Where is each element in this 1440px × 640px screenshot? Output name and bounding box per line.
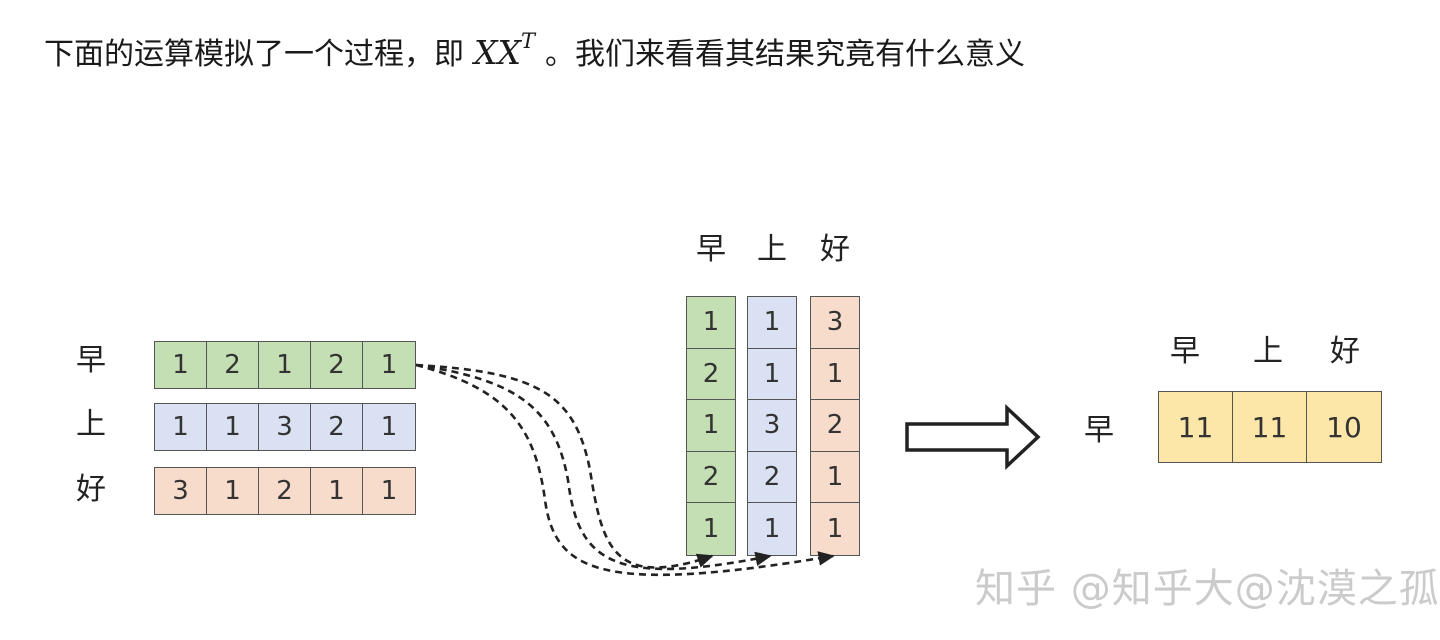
matrix-cell: 1 <box>748 349 796 401</box>
matrix-cell: 1 <box>687 400 735 452</box>
result-cell: 10 <box>1326 410 1362 444</box>
matrix-cell: 1 <box>207 468 259 514</box>
dashed-connector-to-hao <box>415 363 835 577</box>
matrix-cell: 2 <box>687 349 735 401</box>
matrix-cell: 2 <box>207 342 259 388</box>
watermark: 知乎 @知乎大@沈漠之孤 <box>975 566 1440 612</box>
result-col-label: 上 <box>1253 334 1283 369</box>
row-label: 上 <box>76 407 106 442</box>
matrix-cell: 2 <box>311 342 363 388</box>
matrix-cell: 1 <box>207 404 259 450</box>
matrix-cell: 1 <box>811 452 859 504</box>
math-expression: XXT <box>474 29 535 72</box>
matrix-cell: 3 <box>259 404 311 450</box>
matrix-cell: 1 <box>380 476 398 506</box>
row-label: 早 <box>76 343 106 378</box>
intro-text-after: 。我们来看看其结果究竟有什么意义 <box>545 37 1026 72</box>
matrix-cell: 3 <box>748 400 796 452</box>
intro-text-before: 下面的运算模拟了一个过程，即 <box>44 37 464 72</box>
result-col-label: 早 <box>1170 334 1200 369</box>
matrix-cell: 2 <box>687 452 735 504</box>
matrix-cell: 2 <box>259 468 311 514</box>
dashed-connector-to-zao <box>415 363 714 569</box>
col-label: 早 <box>696 232 726 267</box>
matrix-cell: 2 <box>811 400 859 452</box>
col-label: 上 <box>757 232 787 267</box>
matrix-cell: 1 <box>259 342 311 388</box>
matrix-cell: 2 <box>311 404 363 450</box>
matrix-row-zao: 1 2 1 2 1 <box>154 341 416 389</box>
matrix-cell: 1 <box>748 297 796 349</box>
matrix-cell: 1 <box>811 349 859 401</box>
matrix-col-shang: 1 1 3 2 1 <box>747 296 797 556</box>
result-col-label: 好 <box>1330 334 1360 369</box>
result-row-label: 早 <box>1084 413 1114 448</box>
matrix-cell: 1 <box>763 514 781 545</box>
result-arrow-icon <box>905 403 1041 471</box>
matrix-col-hao: 3 1 2 1 1 <box>810 296 860 556</box>
dashed-connector-to-shang <box>415 363 772 571</box>
matrix-cell: 2 <box>748 452 796 504</box>
matrix-cell: 1 <box>380 350 398 380</box>
result-cell: 11 <box>1233 392 1307 462</box>
math-superscript: T <box>521 29 536 53</box>
col-label: 好 <box>820 232 850 267</box>
row-label: 好 <box>76 472 106 507</box>
matrix-cell: 1 <box>702 514 720 545</box>
intro-sentence: 下面的运算模拟了一个过程，即 XXT 。我们来看看其结果究竟有什么意义 <box>44 22 1025 78</box>
matrix-cell: 1 <box>311 468 363 514</box>
matrix-cell: 3 <box>155 468 207 514</box>
matrix-cell: 1 <box>155 342 207 388</box>
matrix-cell: 1 <box>380 412 398 442</box>
matrix-row-shang: 1 1 3 2 1 <box>154 403 416 451</box>
result-cell: 11 <box>1159 392 1233 462</box>
matrix-cell: 3 <box>811 297 859 349</box>
math-base: XX <box>474 33 521 72</box>
matrix-row-hao: 3 1 2 1 1 <box>154 467 416 515</box>
matrix-cell: 1 <box>687 297 735 349</box>
result-row: 11 11 10 <box>1158 391 1382 463</box>
matrix-cell: 1 <box>155 404 207 450</box>
matrix-cell: 1 <box>826 514 844 545</box>
